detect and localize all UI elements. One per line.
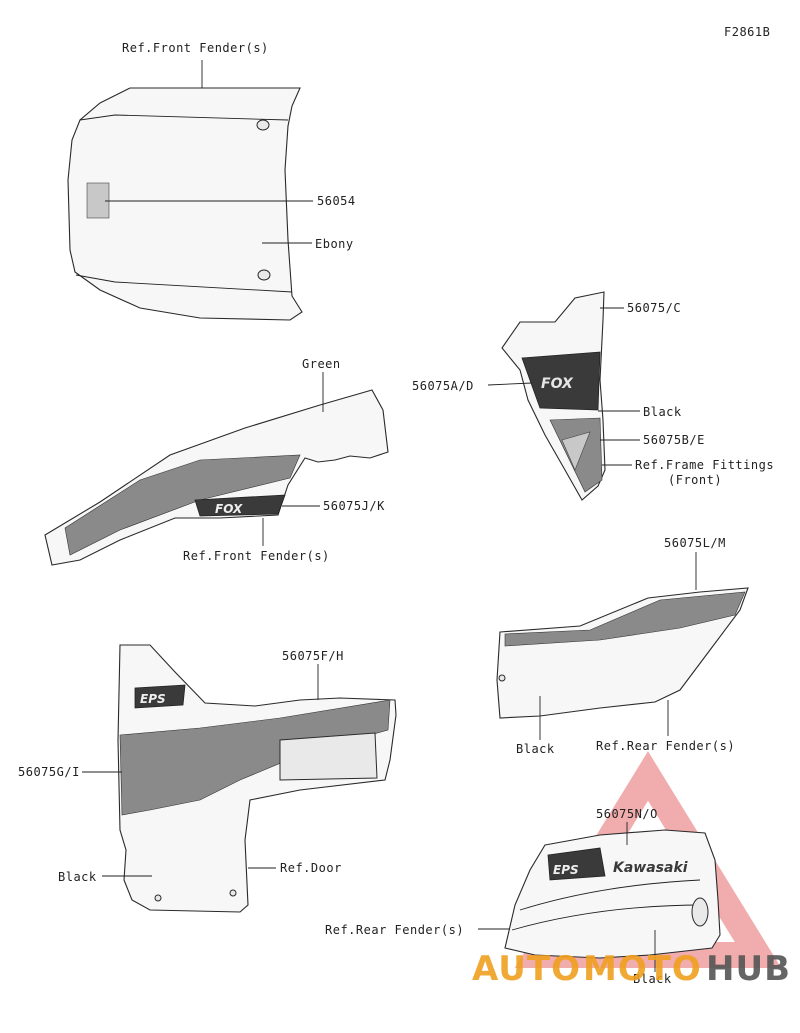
watermark-auto: AUTO <box>472 949 581 989</box>
label-ref-rear-fender-right: Ref.Rear Fender(s) <box>596 739 735 753</box>
rear-side-panel-part <box>496 587 749 719</box>
eps-decal-text: EPS <box>140 692 166 706</box>
frame-cover-part: FOX <box>501 291 606 501</box>
side-fender-part: FOX <box>44 389 389 566</box>
label-black-bottom: Black <box>633 972 672 986</box>
watermark-hub: HUB <box>706 949 791 989</box>
watermark-text: AUTO MOTO HUB <box>472 949 791 989</box>
door-panel-part: EPS <box>117 644 397 913</box>
label-ref-frame-fittings: Ref.Frame Fittings <box>635 458 774 472</box>
label-56075be: 56075B/E <box>643 433 705 447</box>
label-ebony: Ebony <box>315 237 354 251</box>
warning-label-decal <box>86 182 110 219</box>
fox-decal-side-text: FOX <box>215 502 243 516</box>
label-56075c: 56075/C <box>627 301 681 315</box>
label-56075gi: 56075G/I <box>18 765 80 779</box>
label-ref-door: Ref.Door <box>280 861 342 875</box>
label-black-right: Black <box>643 405 682 419</box>
watermark-moto: MOTO <box>583 949 702 989</box>
figure-code: F2861B <box>724 25 770 39</box>
label-front-paren: (Front) <box>668 473 722 487</box>
fox-decal-text: FOX <box>541 376 574 392</box>
label-ref-front-fender-mid: Ref.Front Fender(s) <box>183 549 330 563</box>
label-56075fh: 56075F/H <box>282 649 344 663</box>
label-ref-rear-fender-bottom: Ref.Rear Fender(s) <box>325 923 464 937</box>
label-56075lm: 56075L/M <box>664 536 726 550</box>
label-black-rear: Black <box>516 742 555 756</box>
label-black-left: Black <box>58 870 97 884</box>
label-56075jk: 56075J/K <box>323 499 385 513</box>
kawasaki-decal-text: Kawasaki <box>613 860 688 876</box>
eps-rear-decal-text: EPS <box>553 863 579 877</box>
label-ref-front-fender-top: Ref.Front Fender(s) <box>122 41 269 55</box>
front-hood-part <box>67 87 303 321</box>
rear-fender-part: EPS Kawasaki <box>504 829 721 959</box>
label-56075ad: 56075A/D <box>412 379 474 393</box>
label-green: Green <box>302 357 341 371</box>
label-56075no: 56075N/O <box>596 807 658 821</box>
label-56054: 56054 <box>317 194 356 208</box>
